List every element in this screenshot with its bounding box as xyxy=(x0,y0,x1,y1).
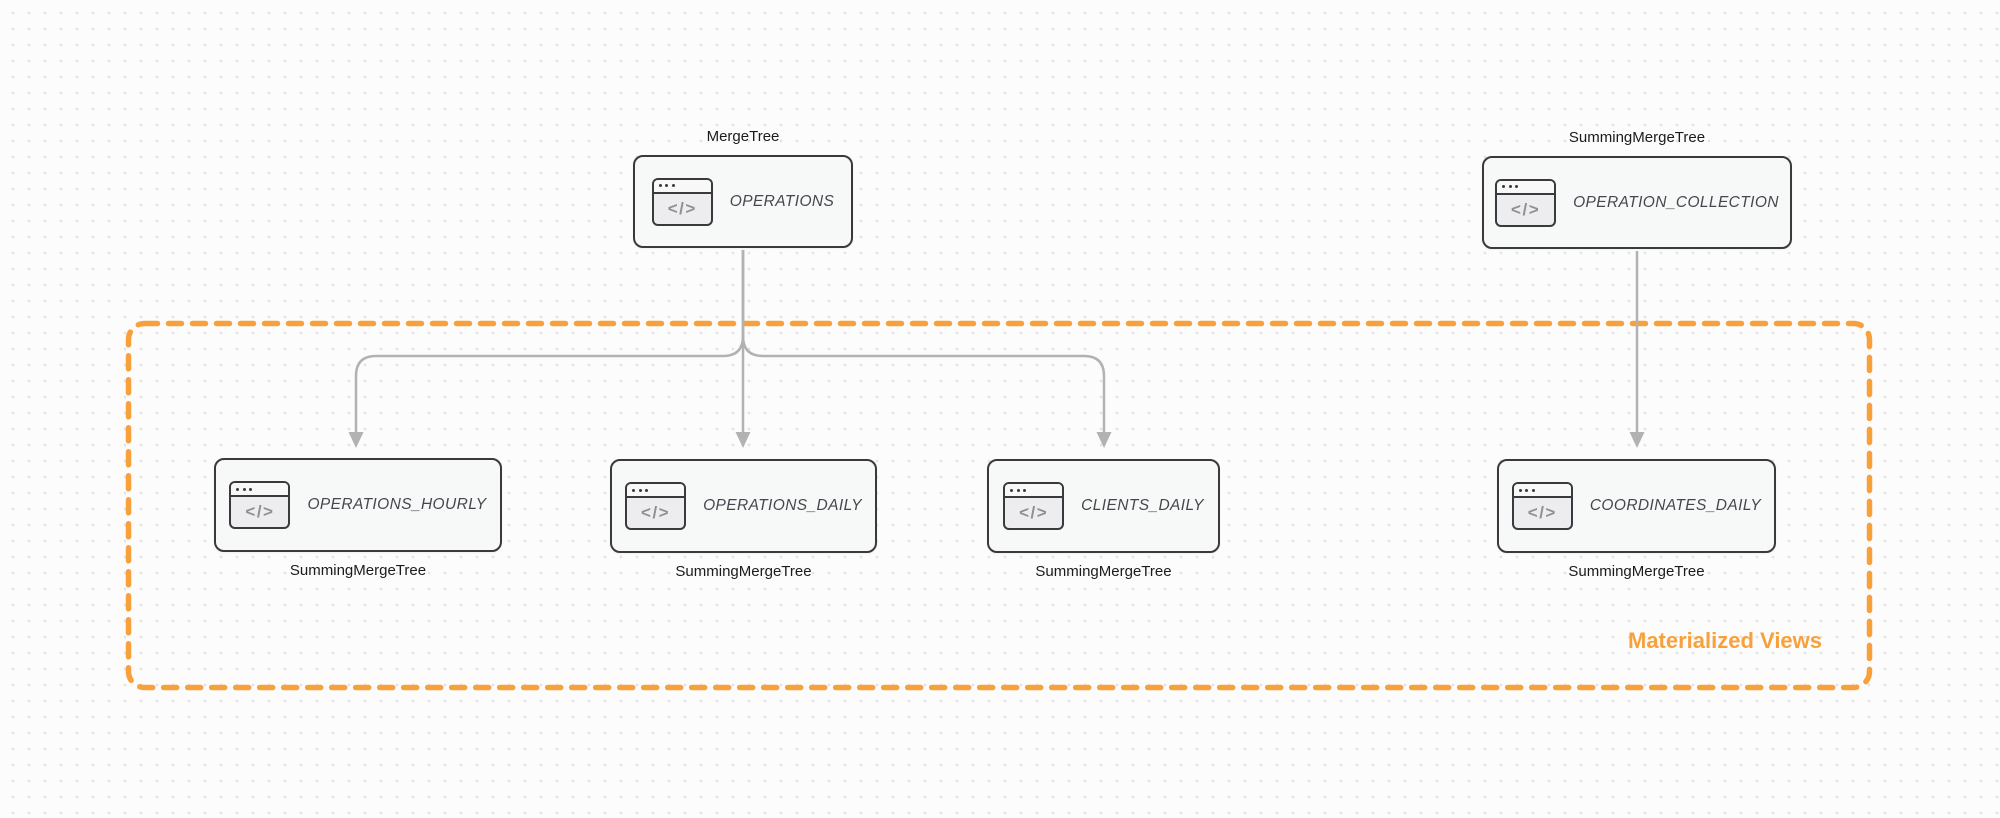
window-bar xyxy=(1513,484,1571,498)
window-dot xyxy=(1531,488,1535,492)
window-bar xyxy=(1497,180,1555,195)
window-dot xyxy=(242,487,246,491)
window-dot xyxy=(1010,488,1014,492)
window-dot xyxy=(249,487,253,491)
edge-operation-collection-to-coordinates-daily xyxy=(1629,251,1645,448)
code-glyph: </> xyxy=(667,198,697,218)
window-bar xyxy=(1005,484,1063,498)
window-dot xyxy=(1502,185,1506,188)
window-dot xyxy=(645,488,649,492)
materialized-views-label: Materialized Views xyxy=(1628,628,1823,653)
window-dot xyxy=(671,184,675,187)
window-dot xyxy=(665,184,669,187)
window-dot xyxy=(658,184,662,187)
node-operation-collection: SummingMergeTree </> OPERATION_COLLECTIO… xyxy=(1482,129,1792,249)
window-dot xyxy=(1508,185,1512,188)
window-dot xyxy=(638,488,642,492)
node-title: OPERATION_COLLECTION xyxy=(1573,193,1779,211)
window-dot xyxy=(1525,488,1529,492)
window-bar xyxy=(627,484,685,498)
edge-operations-to-operations-daily xyxy=(735,250,751,448)
code-window-icon: </> xyxy=(1495,178,1557,227)
code-glyph: </> xyxy=(1527,503,1557,522)
node-title: CLIENTS_DAILY xyxy=(1081,497,1204,514)
window-dot xyxy=(1515,185,1519,188)
code-window-icon: </> xyxy=(1511,482,1573,530)
window-dot xyxy=(632,488,636,492)
code-window-icon: </> xyxy=(1003,482,1065,530)
node-operations-hourly: </> OPERATIONS_HOURLY SummingMergeTree xyxy=(214,458,502,579)
code-window-icon: </> xyxy=(625,482,687,530)
node-coordinates-daily: </> COORDINATES_DAILY SummingMergeTree xyxy=(1497,459,1776,580)
window-dot xyxy=(236,487,240,491)
edge-operations-to-operations-hourly xyxy=(348,250,745,448)
window-dot xyxy=(1016,488,1020,492)
window-dot xyxy=(1023,488,1027,492)
node-box-operations-daily: </> OPERATIONS_DAILY xyxy=(610,459,877,553)
node-box-operation-collection: </> OPERATION_COLLECTION xyxy=(1482,156,1792,249)
engine-label-operations-daily: SummingMergeTree xyxy=(675,563,812,580)
engine-label-clients-daily: SummingMergeTree xyxy=(1035,563,1172,580)
node-title: OPERATIONS_DAILY xyxy=(703,497,862,514)
window-bar xyxy=(653,179,711,194)
node-box-clients-daily: </> CLIENTS_DAILY xyxy=(987,459,1220,553)
engine-label-operations-hourly: SummingMergeTree xyxy=(289,562,427,579)
engine-label-operations: MergeTree xyxy=(706,128,780,145)
window-bar xyxy=(231,483,289,497)
code-window-icon: </> xyxy=(229,481,291,529)
node-title: OPERATIONS xyxy=(729,192,835,210)
code-window-icon: </> xyxy=(651,177,713,226)
window-dot xyxy=(1518,488,1522,492)
node-box-operations: </> OPERATIONS xyxy=(633,155,853,248)
node-box-operations-hourly: </> OPERATIONS_HOURLY xyxy=(214,458,502,552)
code-glyph: </> xyxy=(245,502,275,521)
node-title: OPERATIONS_HOURLY xyxy=(307,496,487,513)
engine-label-coordinates-daily: SummingMergeTree xyxy=(1568,563,1705,580)
node-clients-daily: </> CLIENTS_DAILY SummingMergeTree xyxy=(987,459,1220,580)
node-operations: MergeTree </> OPERATIONS xyxy=(633,128,853,248)
engine-label-operation-collection: SummingMergeTree xyxy=(1568,129,1706,146)
code-glyph: </> xyxy=(1511,199,1541,219)
code-glyph: </> xyxy=(1019,503,1049,522)
node-box-coordinates-daily: </> COORDINATES_DAILY xyxy=(1497,459,1776,553)
node-title: COORDINATES_DAILY xyxy=(1589,497,1762,514)
code-glyph: </> xyxy=(641,503,671,522)
node-operations-daily: </> OPERATIONS_DAILY SummingMergeTree xyxy=(610,459,877,580)
edge-operations-to-clients-daily xyxy=(741,250,1112,448)
